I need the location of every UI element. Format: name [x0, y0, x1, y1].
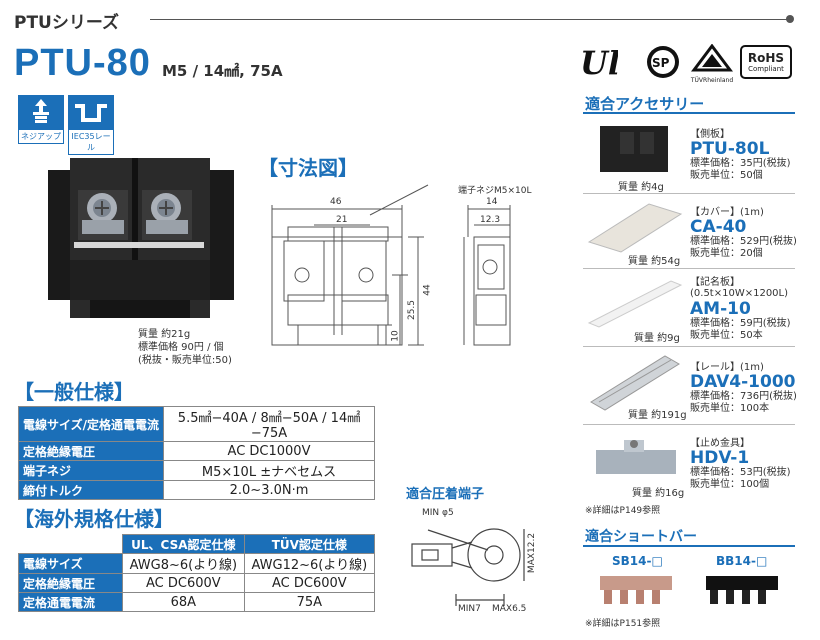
din-rail-icon — [68, 95, 114, 129]
shortbar-sb14-image — [596, 572, 676, 608]
rohs-icon: RoHS Compliant — [740, 45, 792, 79]
accessory-image-am10 — [585, 275, 685, 330]
feature-din-rail: IEC35レール — [68, 95, 114, 155]
crimp-min5: MIN φ5 — [422, 508, 454, 518]
shortbar-title: 適合ショートバー — [585, 529, 697, 545]
header-divider — [150, 19, 790, 20]
accessories-title-line — [583, 112, 795, 114]
general-spec-title: 【一般仕様】 — [14, 380, 134, 404]
dim-21: 21 — [336, 215, 348, 225]
shortbar-title-line — [583, 545, 795, 547]
tuv-icon: TÜVRheinland — [690, 43, 734, 84]
crimp-max12: MAX12.2 — [527, 532, 538, 574]
ul-icon: Ul — [578, 44, 620, 82]
shortbar-bb14: BB14-□ — [716, 554, 768, 568]
svg-text:Ul: Ul — [580, 44, 618, 80]
accessory-hdv1: 【止め金具】 HDV-1 標準価格：53円(税抜) 販売単位：100個 — [690, 438, 791, 490]
dimension-drawing: 端子ネジM5×10L 46 21 14 12.3 44 25.5 10 — [258, 175, 558, 375]
accessory-ca40: 【カバー】(1m) CA-40 標準価格：529円(税抜) 販売単位：20個 — [690, 207, 797, 259]
dimension-title: 【寸法図】 — [258, 156, 358, 180]
product-info: 質量 約21g 標準価格 90円 / 個 (税抜・販売単位:50) — [138, 329, 232, 366]
header-divider-dot — [786, 15, 794, 23]
accessory-image-ca40 — [585, 200, 685, 255]
accessories-note: ※詳細はP149参照 — [585, 506, 661, 516]
accessory-image-ptu80l — [590, 122, 680, 177]
accessory-am10: 【記名板】 (0.5t×10W×1200L) AM-10 標準価格：59円(税抜… — [690, 277, 791, 341]
accessory-ptu80l: 【側板】 PTU-80L 標準価格：35円(税抜) 販売単位：50個 — [690, 129, 791, 181]
product-image — [40, 150, 240, 325]
crimp-title: 適合圧着端子 — [406, 487, 485, 502]
screw-dim-label: 端子ネジM5×10L — [458, 186, 532, 196]
accessory-divider — [583, 193, 795, 194]
shortbar-note: ※詳細はP151参照 — [585, 619, 661, 629]
accessory-image-hdv1 — [588, 434, 683, 484]
series-title: PTUシリーズ — [14, 13, 120, 33]
accessory-dav4-1000: 【レール】(1m) DAV4-1000 標準価格：736円(税抜) 販売単位：1… — [690, 362, 797, 414]
dim-25-5: 25.5 — [407, 299, 418, 321]
dim-12-3: 12.3 — [480, 215, 501, 225]
csa-icon: SP — [645, 44, 681, 80]
table-header-row: UL、CSA認定仕様 TÜV認定仕様 — [19, 534, 376, 554]
crimp-max65: MAX6.5 — [492, 604, 527, 614]
crimp-min7: MIN7 — [458, 604, 481, 614]
accessory-divider — [583, 346, 795, 347]
dim-44: 44 — [422, 284, 433, 296]
model-name: PTU-80 — [14, 42, 151, 84]
shortbar-sb14: SB14-□ — [612, 554, 663, 568]
overseas-spec-title: 【海外規格仕様】 — [14, 507, 174, 531]
accessory-divider — [583, 424, 795, 425]
model-spec: M5 / 14㎟, 75A — [162, 62, 283, 80]
dim-10: 10 — [390, 330, 401, 342]
accessory-divider — [583, 268, 795, 269]
crimp-terminal-drawing: MIN φ5 MAX12.2 MIN7 MAX6.5 — [400, 500, 560, 620]
dim-46: 46 — [330, 197, 342, 207]
feature-screw-up: ネジアップ — [18, 95, 64, 144]
shortbar-bb14-image — [702, 572, 782, 608]
svg-text:SP: SP — [652, 56, 670, 70]
screw-up-icon — [18, 95, 64, 129]
dim-14: 14 — [486, 197, 498, 207]
accessory-image-dav4 — [585, 352, 685, 412]
accessories-title: 適合アクセサリー — [585, 95, 705, 113]
